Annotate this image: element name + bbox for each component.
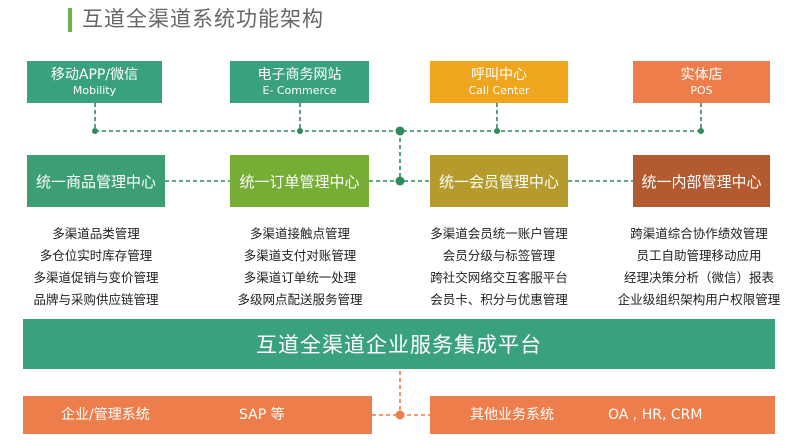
junction-dot bbox=[395, 176, 405, 186]
function-item: 会员分级与标签管理 bbox=[442, 248, 556, 263]
function-item: 企业级组织架构用户权限管理 bbox=[617, 292, 781, 307]
channel-label: 移动APP/微信 bbox=[50, 67, 139, 83]
system-enterprise: 企业/管理系统 SAP 等 bbox=[23, 396, 372, 434]
function-list-internal: 跨渠道综合协作绩效管理 员工自助管理移动应用 经理决策分析（微信）报表 企业级组… bbox=[604, 223, 794, 311]
hub-order: 统一订单管理中心 bbox=[230, 155, 369, 207]
function-item: 多渠道会员统一账户管理 bbox=[430, 226, 568, 241]
junction-dot bbox=[395, 410, 405, 420]
junction-dot bbox=[698, 128, 704, 134]
function-item: 品牌与采购供应链管理 bbox=[33, 292, 159, 307]
system-value: OA , HR, CRM bbox=[608, 407, 703, 423]
channel-call-center: 呼叫中心 Call Center bbox=[430, 61, 568, 103]
system-name: 企业/管理系统 bbox=[61, 407, 150, 423]
channel-ecommerce: 电子商务网站 E- Commerce bbox=[230, 61, 369, 103]
hub-product: 统一商品管理中心 bbox=[27, 155, 165, 207]
junction-dot bbox=[494, 128, 500, 134]
channel-mobility: 移动APP/微信 Mobility bbox=[27, 61, 162, 103]
function-list-member: 多渠道会员统一账户管理 会员分级与标签管理 跨社交网络交互客服平台 会员卡、积分… bbox=[408, 223, 590, 311]
page-title: 互道全渠道系统功能架构 bbox=[82, 7, 324, 31]
function-item: 多级网点配送服务管理 bbox=[237, 292, 363, 307]
junction-dot bbox=[297, 128, 303, 134]
system-name: 其他业务系统 bbox=[470, 407, 554, 423]
function-item: 多仓位实时库存管理 bbox=[39, 248, 153, 263]
channel-label: 实体店 bbox=[680, 67, 723, 83]
function-item: 会员卡、积分与优惠管理 bbox=[430, 292, 568, 307]
function-item: 员工自助管理移动应用 bbox=[636, 248, 762, 263]
function-item: 多渠道接触点管理 bbox=[249, 226, 350, 241]
function-item: 多渠道促销与变价管理 bbox=[33, 270, 159, 285]
function-list-order: 多渠道接触点管理 多渠道支付对账管理 多渠道订单统一处理 多级网点配送服务管理 bbox=[214, 223, 386, 311]
hub-member: 统一会员管理中心 bbox=[430, 155, 568, 207]
junction-dot bbox=[92, 128, 98, 134]
function-item: 多渠道订单统一处理 bbox=[243, 270, 357, 285]
function-item: 多渠道品类管理 bbox=[52, 226, 140, 241]
function-item: 多渠道支付对账管理 bbox=[243, 248, 357, 263]
junction-dot bbox=[395, 126, 405, 136]
function-item: 跨渠道综合协作绩效管理 bbox=[630, 226, 768, 241]
title-accent-bar bbox=[68, 8, 72, 32]
channel-sublabel: E- Commerce bbox=[262, 84, 337, 97]
channel-sublabel: POS bbox=[690, 84, 713, 97]
system-other: 其他业务系统 OA , HR, CRM bbox=[430, 396, 775, 434]
integration-platform: 互道全渠道企业服务集成平台 bbox=[23, 319, 775, 369]
channel-label: 电子商务网站 bbox=[257, 67, 342, 83]
function-item: 经理决策分析（微信）报表 bbox=[623, 270, 774, 285]
function-item: 跨社交网络交互客服平台 bbox=[430, 270, 568, 285]
channel-label: 呼叫中心 bbox=[471, 67, 527, 83]
system-value: SAP 等 bbox=[239, 407, 285, 423]
function-list-product: 多渠道品类管理 多仓位实时库存管理 多渠道促销与变价管理 品牌与采购供应链管理 bbox=[10, 223, 182, 311]
channel-sublabel: Call Center bbox=[468, 84, 530, 97]
channel-pos: 实体店 POS bbox=[633, 61, 770, 103]
channel-sublabel: Mobility bbox=[72, 84, 117, 97]
hub-internal: 统一内部管理中心 bbox=[633, 155, 770, 207]
